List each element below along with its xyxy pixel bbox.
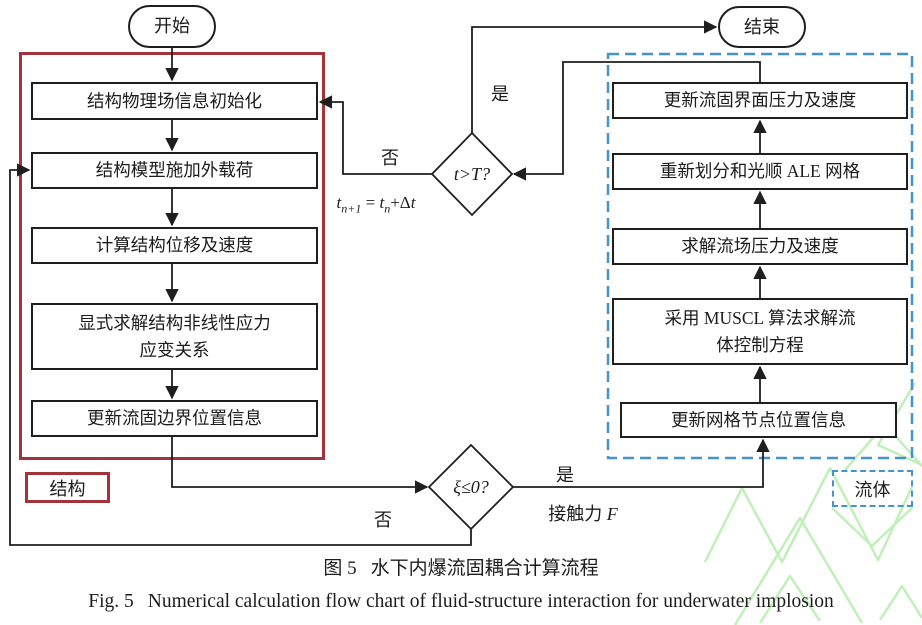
time-yes-label: 是	[480, 80, 520, 106]
edge-boundary-to-xi-decision	[171, 437, 429, 494]
process-explicit-stress-strain: 显式求解结构非线性应力 应变关系	[31, 303, 318, 370]
edge-time-no-loop	[318, 95, 432, 175]
formula-sub1: n+1	[341, 201, 362, 216]
process-label: 更新网格节点位置信息	[671, 409, 846, 430]
fluid-group-frame	[606, 52, 914, 460]
xi-no-label: 否	[363, 506, 403, 532]
time-decision-diamond	[430, 131, 514, 217]
process-label: 结构模型施加外载荷	[95, 160, 254, 181]
formula-eq: =	[361, 193, 380, 212]
watermark-pattern	[703, 382, 922, 625]
xi-yes-text: 是	[556, 465, 574, 485]
process-label: 求解流场压力及速度	[681, 236, 839, 257]
contact-force-label: 接触力 F	[528, 500, 638, 526]
end-label: 结束	[744, 16, 780, 37]
caption-en-number: Fig. 5	[88, 591, 134, 612]
time-no-text: 否	[381, 148, 399, 168]
caption-zh-number: 图 5	[323, 558, 357, 579]
caption-en-title: Numerical calculation flow chart of flui…	[147, 591, 834, 612]
caption-english: Fig. 5 Numerical calculation flow chart o…	[0, 591, 922, 613]
formula-plus: +Δ	[390, 193, 411, 212]
process-update-interface-pressure-velocity: 更新流固界面压力及速度	[612, 82, 908, 119]
xi-decision-text: ξ≤0?	[453, 476, 489, 497]
process-label-line1: 采用 MUSCL 算法求解流	[664, 308, 856, 329]
process-muscl-governing-equations: 采用 MUSCL 算法求解流 体控制方程	[612, 298, 908, 365]
process-label: 更新流固界面压力及速度	[663, 90, 857, 111]
process-remesh-smooth-ale: 重新划分和光顺 ALE 网格	[612, 153, 908, 190]
structure-group-tag: 结构	[25, 472, 110, 503]
process-label-line2: 应变关系	[139, 339, 210, 360]
fluid-group-label: 流体	[854, 479, 891, 500]
xi-decision-label: ξ≤0?	[430, 468, 512, 506]
fluid-group-tag: 流体	[832, 470, 913, 507]
caption-chinese: 图 5 水下内爆流固耦合计算流程	[0, 553, 922, 580]
xi-no-text: 否	[374, 510, 392, 530]
formula-sub2: n	[384, 201, 391, 216]
formula-t3: t	[410, 193, 416, 212]
contact-force-text: 接触力	[548, 504, 607, 524]
edge-time-yes-to-end	[471, 20, 718, 133]
edge-xi-yes-to-mesh-node	[513, 438, 770, 488]
structure-group-label: 结构	[49, 478, 86, 499]
edge-interface-to-time-decision	[512, 61, 761, 181]
process-solve-flowfield-pressure-velocity: 求解流场压力及速度	[612, 228, 908, 265]
process-update-mesh-node-positions: 更新网格节点位置信息	[620, 402, 897, 438]
process-apply-external-load: 结构模型施加外载荷	[31, 152, 318, 189]
process-label-line2: 体控制方程	[716, 334, 804, 355]
process-compute-displacement-velocity: 计算结构位移及速度	[31, 227, 318, 264]
start-label: 开始	[154, 16, 190, 36]
process-label: 更新流固边界位置信息	[87, 408, 262, 429]
process-update-fsi-boundary: 更新流固边界位置信息	[31, 400, 318, 437]
process-label: 计算结构位移及速度	[95, 235, 254, 256]
xi-decision-diamond	[427, 443, 515, 531]
time-step-formula: tn+1 = tn+Δt	[312, 193, 440, 216]
end-node: 结束	[718, 6, 806, 48]
formula-t1: t	[336, 193, 342, 212]
time-yes-text: 是	[491, 84, 509, 104]
process-label-line1: 显式求解结构非线性应力	[78, 313, 271, 334]
formula-t2: t	[379, 193, 385, 212]
start-node: 开始	[128, 5, 216, 48]
process-init-structure-field: 结构物理场信息初始化	[31, 82, 318, 120]
caption-zh-title: 水下内爆流固耦合计算流程	[370, 558, 599, 579]
time-no-label: 否	[370, 144, 410, 170]
process-label: 结构物理场信息初始化	[87, 90, 262, 111]
xi-yes-label: 是	[545, 461, 585, 487]
time-decision-text: t>T?	[453, 163, 491, 184]
process-label: 重新划分和光顺 ALE 网格	[659, 161, 861, 182]
edge-xi-no-loop	[9, 163, 472, 546]
time-decision-label: t>T?	[434, 155, 510, 193]
contact-force-symbol: F	[606, 504, 618, 524]
